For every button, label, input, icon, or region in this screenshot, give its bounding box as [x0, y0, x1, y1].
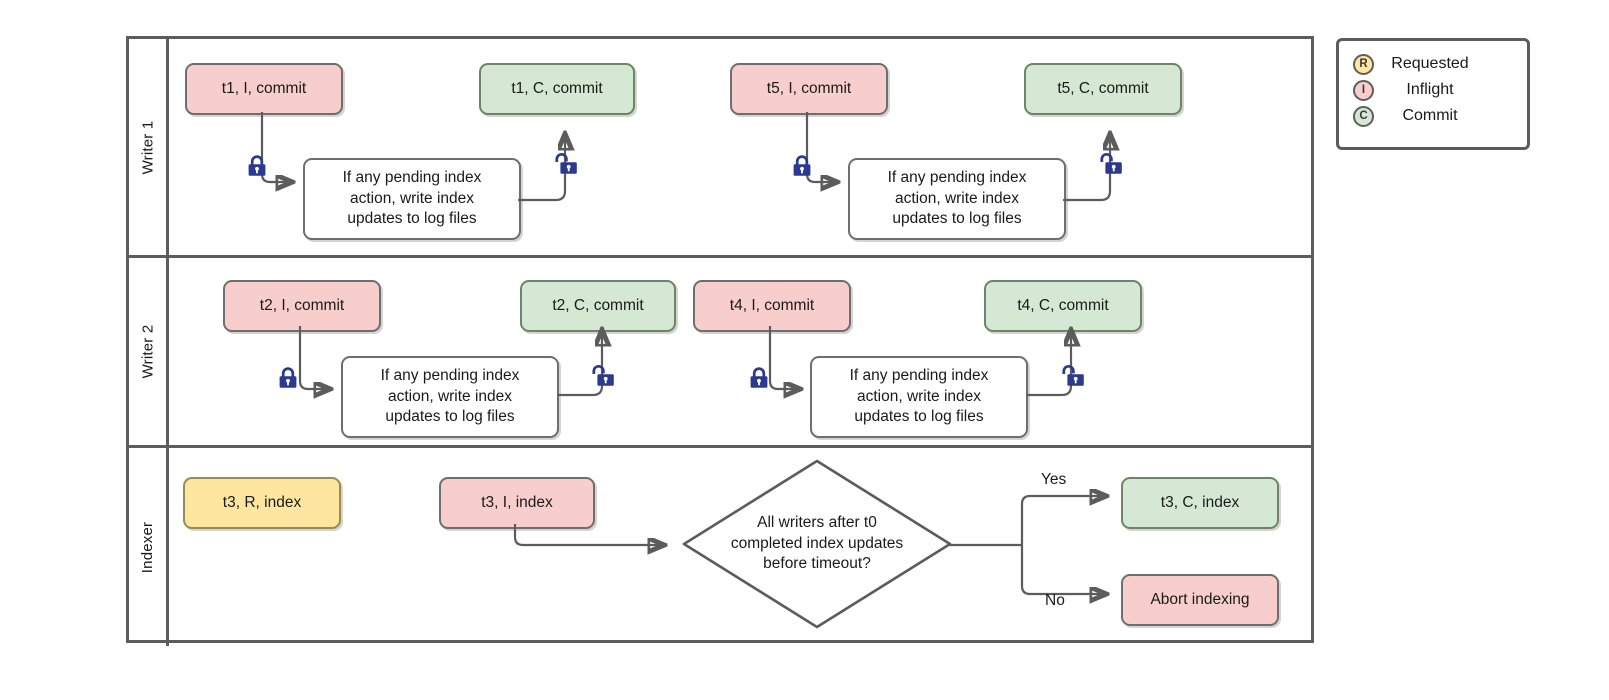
- lane-body-writer-2: t2, I, commit If any pending index actio…: [169, 258, 1311, 445]
- lane-label-indexer: Indexer: [139, 521, 156, 573]
- lane-header-writer-2: Writer 2: [129, 258, 169, 445]
- lane-header-indexer: Indexer: [129, 448, 169, 646]
- node-t3-requested-index[interactable]: t3, R, index: [183, 477, 341, 529]
- node-t2-commit-commit[interactable]: t2, C, commit: [520, 280, 676, 332]
- legend-item-commit: C Commit: [1353, 103, 1509, 129]
- lock-open-icon: [1062, 364, 1084, 388]
- node-abort-indexing[interactable]: Abort indexing: [1121, 574, 1279, 626]
- node-decision-writers-completed[interactable]: All writers after t0 completed index upd…: [681, 458, 953, 630]
- edge-label-no: No: [1045, 592, 1065, 609]
- swimlane-pool: Writer 1 t1, I, commit If any pending in…: [126, 36, 1314, 646]
- node-t3-inflight-index[interactable]: t3, I, index: [439, 477, 595, 529]
- node-writer1-index-flush-1[interactable]: If any pending index action, write index…: [303, 158, 521, 240]
- node-t4-commit-commit[interactable]: t4, C, commit: [984, 280, 1142, 332]
- node-t3-commit-index[interactable]: t3, C, index: [1121, 477, 1279, 529]
- lock-closed-icon: [246, 154, 268, 178]
- legend-label-requested: Requested: [1391, 55, 1469, 72]
- lane-indexer: Indexer t3, R, index t3, I, index All wr…: [129, 445, 1311, 646]
- node-t2-inflight-commit[interactable]: t2, I, commit: [223, 280, 381, 332]
- legend-item-inflight: I Inflight: [1353, 77, 1509, 103]
- node-t5-inflight-commit[interactable]: t5, I, commit: [730, 63, 888, 115]
- node-t1-commit-commit[interactable]: t1, C, commit: [479, 63, 635, 115]
- legend-label-inflight: Inflight: [1406, 81, 1454, 98]
- legend-item-requested: R Requested: [1353, 51, 1509, 77]
- node-t4-inflight-commit[interactable]: t4, I, commit: [693, 280, 851, 332]
- lane-body-writer-1: t1, I, commit If any pending index actio…: [169, 39, 1311, 255]
- edge-label-yes: Yes: [1041, 471, 1067, 488]
- lock-closed-icon: [791, 154, 813, 178]
- node-t1-inflight-commit[interactable]: t1, I, commit: [185, 63, 343, 115]
- lock-closed-icon: [748, 366, 770, 390]
- lock-open-icon: [555, 152, 577, 176]
- lane-writer-1: Writer 1 t1, I, commit If any pending in…: [129, 39, 1311, 255]
- lane-body-indexer: t3, R, index t3, I, index All writers af…: [169, 448, 1311, 646]
- inflight-badge-icon: I: [1353, 79, 1374, 101]
- lane-label-writer-2: Writer 2: [139, 324, 156, 379]
- lock-open-icon: [1100, 152, 1122, 176]
- node-writer2-index-flush-2[interactable]: If any pending index action, write index…: [810, 356, 1028, 438]
- legend-label-commit: Commit: [1402, 107, 1458, 124]
- requested-badge-icon: R: [1353, 53, 1374, 75]
- commit-badge-icon: C: [1353, 105, 1374, 127]
- node-t5-commit-commit[interactable]: t5, C, commit: [1024, 63, 1182, 115]
- lane-header-writer-1: Writer 1: [129, 39, 169, 255]
- node-writer2-index-flush-1[interactable]: If any pending index action, write index…: [341, 356, 559, 438]
- lane-label-writer-1: Writer 1: [139, 120, 156, 174]
- node-writer1-index-flush-2[interactable]: If any pending index action, write index…: [848, 158, 1066, 240]
- legend-panel: R Requested I Inflight C Commit: [1336, 38, 1530, 150]
- lock-open-icon: [592, 364, 614, 388]
- lane-writer-2: Writer 2 t2, I, commit If any pending in…: [129, 255, 1311, 445]
- lock-closed-icon: [277, 366, 299, 390]
